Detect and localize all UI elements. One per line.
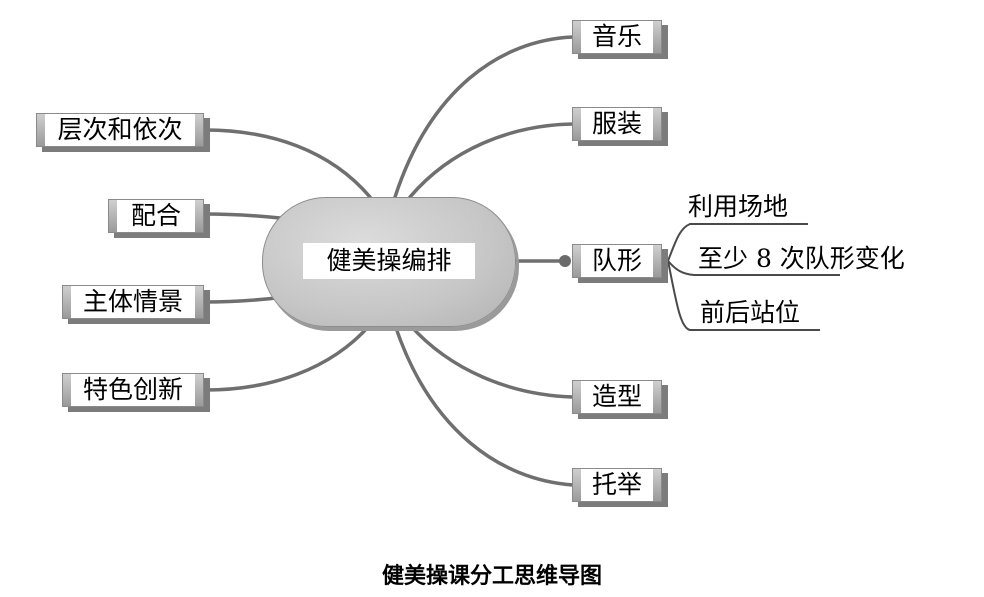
node-costume[interactable]: 服装 <box>572 107 662 141</box>
node-costume-label: 服装 <box>591 109 642 138</box>
node-formation-label: 队形 <box>591 246 642 275</box>
node-theme-label: 主体情景 <box>82 287 183 316</box>
connector-costume <box>408 122 575 199</box>
node-innovation[interactable]: 特色创新 <box>62 373 204 407</box>
formation-sub-site[interactable]: 利用场地 <box>688 192 789 221</box>
node-shape[interactable]: 造型 <box>572 380 662 414</box>
connector-music <box>393 35 575 199</box>
connector-lift <box>393 323 575 487</box>
formation-sub-changes[interactable]: 至少 8 次队形变化 <box>698 244 905 273</box>
node-theme[interactable]: 主体情景 <box>62 285 204 319</box>
formation-joint-dot <box>559 255 571 267</box>
node-layers[interactable]: 层次和依次 <box>36 113 204 147</box>
diagram-caption: 健美操课分工思维导图 <box>381 564 602 589</box>
node-shape-label: 造型 <box>591 382 642 411</box>
node-formation[interactable]: 队形 <box>572 244 662 278</box>
node-innovation-label: 特色创新 <box>82 375 183 404</box>
central-topic-label: 健美操编排 <box>303 243 475 279</box>
connector-shape <box>408 323 575 399</box>
node-coordination-label: 配合 <box>130 201 181 230</box>
node-layers-label: 层次和依次 <box>57 115 183 144</box>
node-music-label: 音乐 <box>591 22 642 51</box>
sub-branch-changes <box>667 260 840 276</box>
formation-sub-position[interactable]: 前后站位 <box>700 298 801 327</box>
central-topic[interactable]: 健美操编排 <box>262 197 516 327</box>
connector-innovation <box>203 323 372 392</box>
node-music[interactable]: 音乐 <box>572 20 662 54</box>
connector-layers <box>203 128 372 199</box>
node-lift[interactable]: 托举 <box>572 468 662 502</box>
sub-branch-position <box>667 260 820 331</box>
node-lift-label: 托举 <box>591 470 642 499</box>
sub-branch-site <box>667 223 808 262</box>
node-coordination[interactable]: 配合 <box>108 199 204 233</box>
connector-coordination <box>203 212 282 220</box>
